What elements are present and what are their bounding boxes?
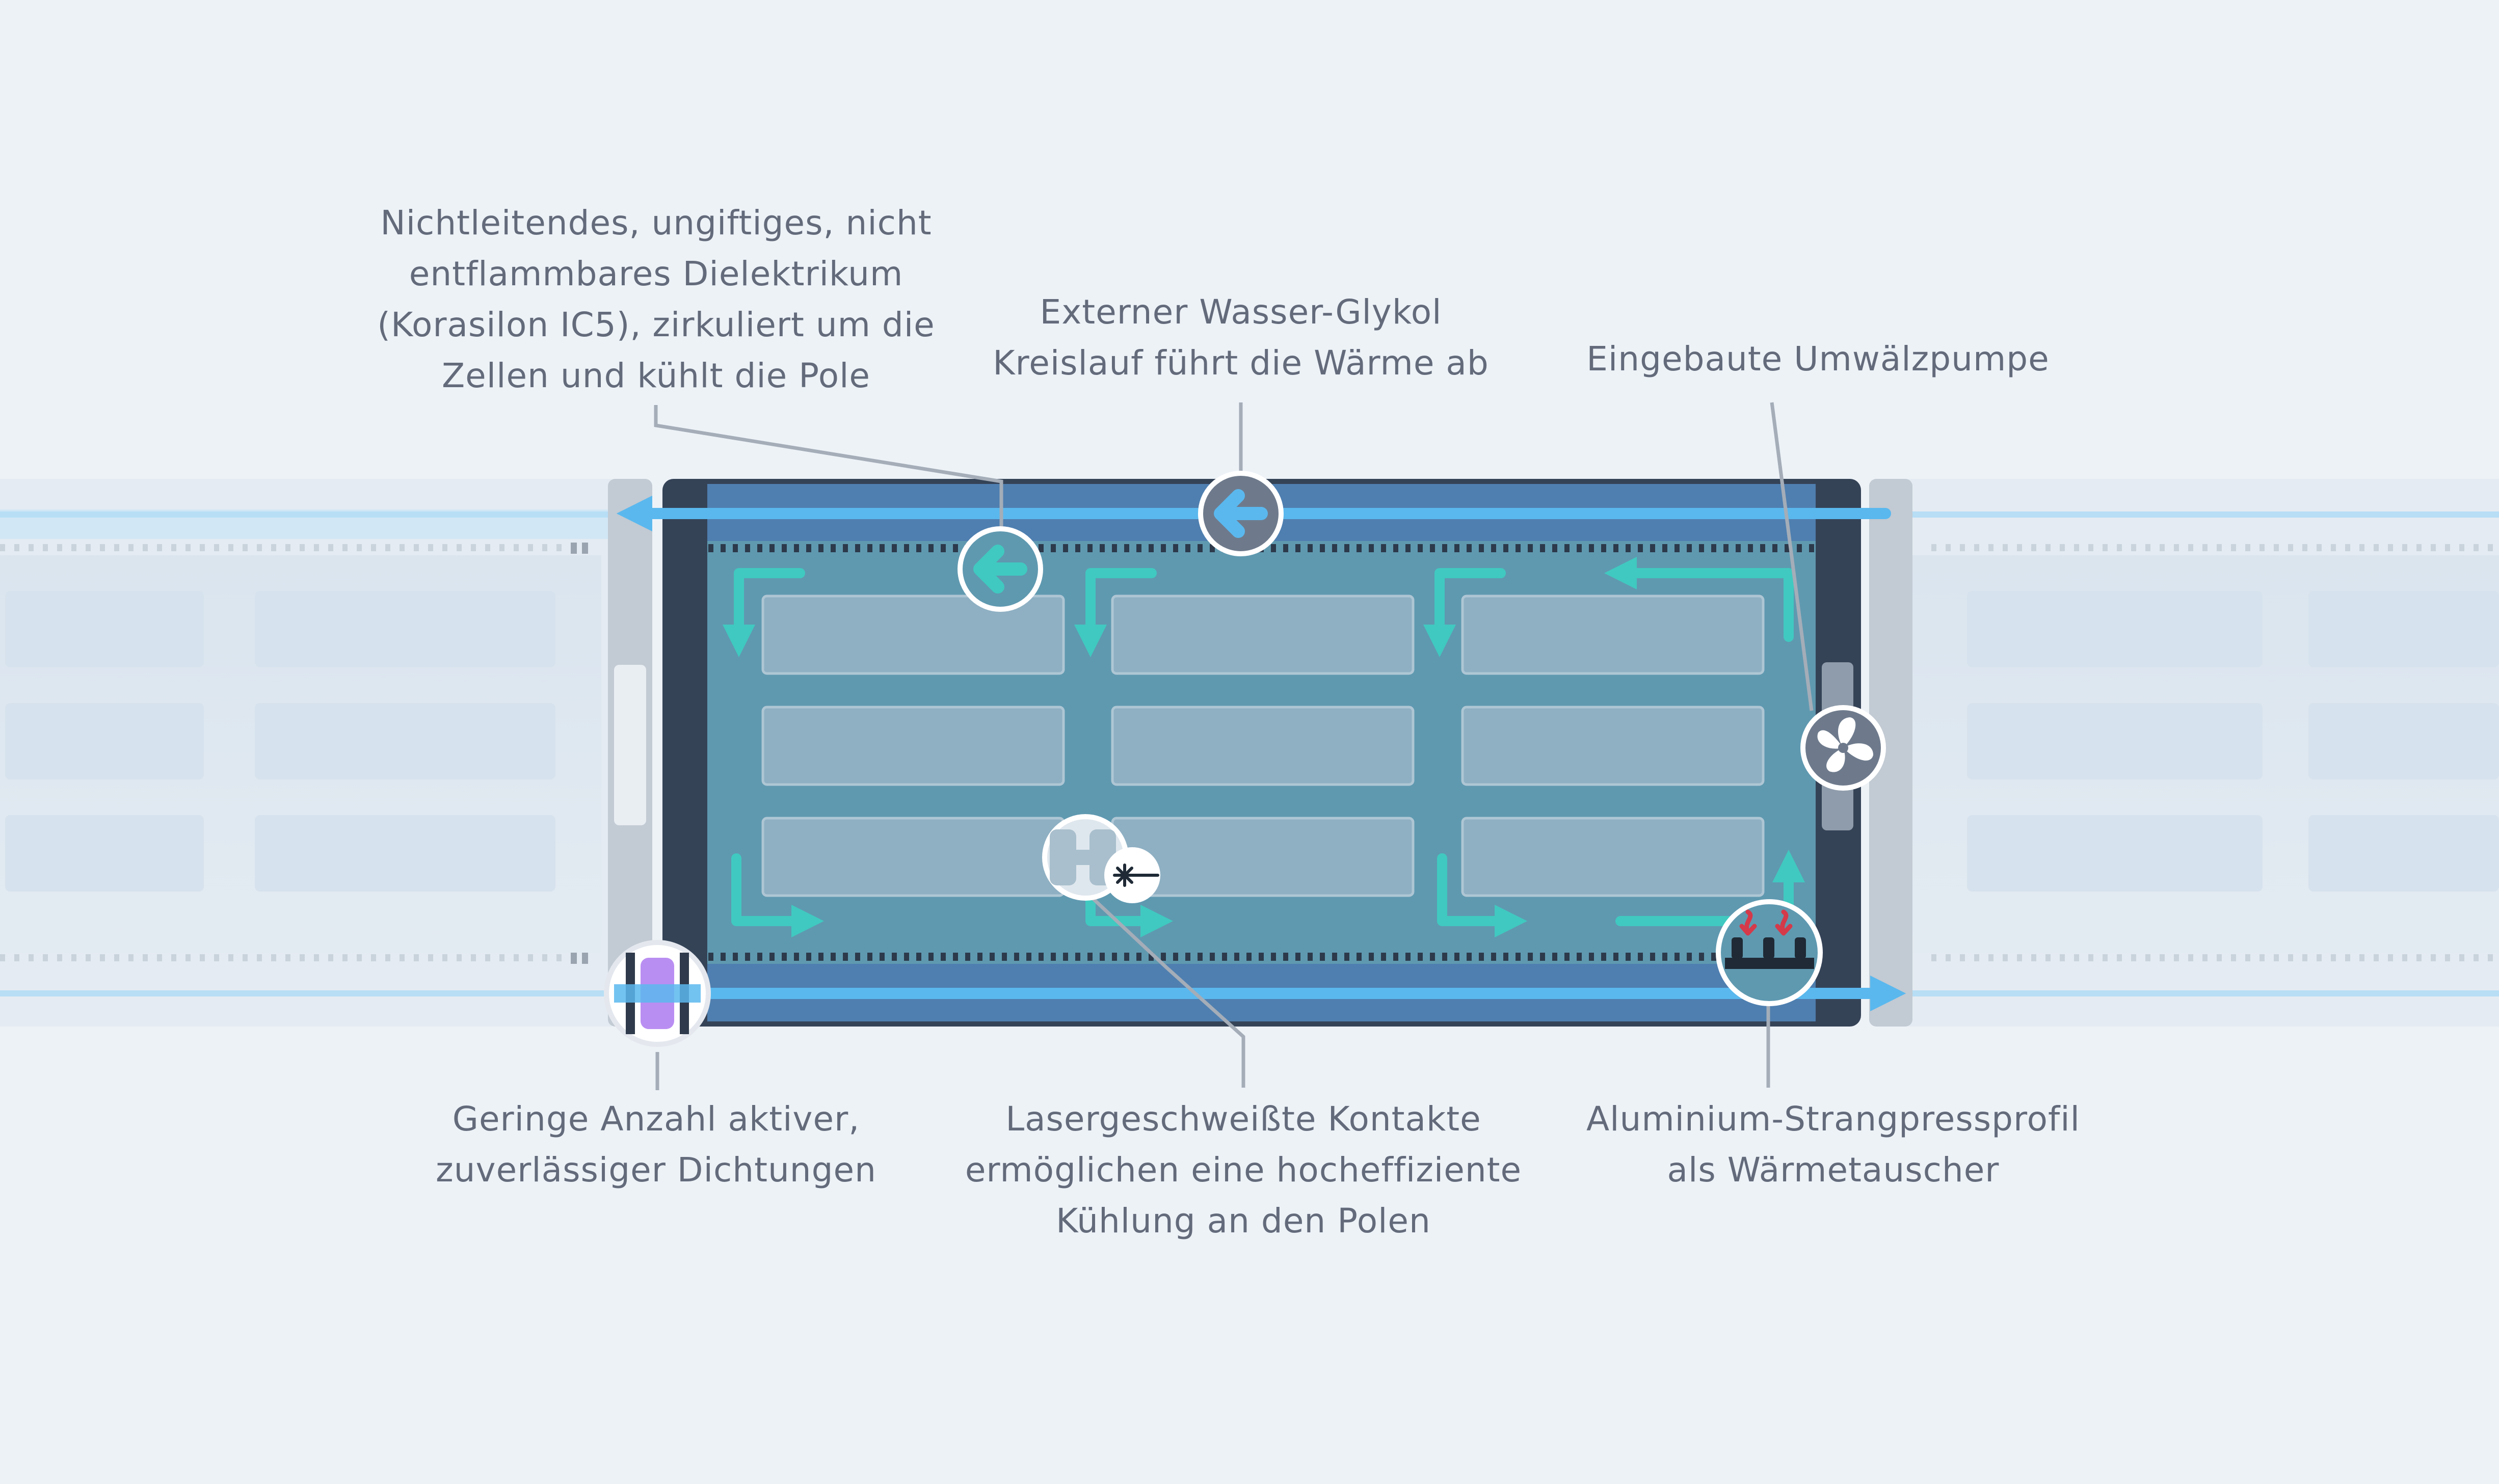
battery-cell [761, 817, 1065, 897]
label-line: ermöglichen eine hocheffiziente [965, 1150, 1522, 1190]
label-line: zuverlässiger Dichtungen [436, 1150, 876, 1190]
label-aluminium: Aluminium-Strangpressprofil als Wärmetau… [1529, 1094, 2138, 1196]
label-dielectric: Nichtleitendes, ungiftiges, nicht entfla… [331, 198, 981, 401]
end-plate-left-slot [614, 665, 646, 825]
seal-icon [604, 940, 711, 1047]
fan-icon [1800, 705, 1886, 791]
arrow-left-icon [1198, 471, 1284, 556]
label-line: Zellen und kühlt die Pole [441, 356, 871, 395]
label-line: Aluminium-Strangpressprofil [1586, 1099, 2080, 1139]
adjacent-module-left [0, 479, 612, 1027]
label-external-loop: Externer Wasser-Glykol Kreislauf führt d… [922, 287, 1559, 389]
battery-cell [1111, 595, 1415, 675]
label-laser: Lasergeschweißte Kontakte ermöglichen ei… [905, 1094, 1582, 1247]
flow-arrow [1604, 556, 1794, 642]
label-line: (Korasilon IC5), zirkuliert um die [377, 305, 935, 344]
label-line: Externer Wasser-Glykol [1040, 292, 1442, 332]
leader-line-pump [1770, 402, 1814, 711]
label-line: als Wärmetauscher [1667, 1150, 2000, 1190]
cell-grid [761, 595, 1765, 897]
flow-arrow [1074, 568, 1157, 658]
flow-arrow [722, 568, 805, 658]
adjacent-module-right [1896, 479, 2499, 1027]
label-line: Eingebaute Umwälzpumpe [1586, 339, 2050, 379]
arrow-left-icon [958, 526, 1043, 612]
laser-weld-icon [1042, 814, 1160, 903]
heat-exchanger-icon [1716, 899, 1823, 1006]
battery-cell [1461, 595, 1765, 675]
flow-arrow [1423, 568, 1506, 658]
label-pump: Eingebaute Umwälzpumpe [1529, 334, 2107, 385]
battery-cell [1461, 706, 1765, 786]
end-plate-right [1869, 479, 1912, 1027]
leader-line-dielectric [654, 405, 1003, 535]
battery-cell [1111, 706, 1415, 786]
label-line: Nichtleitendes, ungiftiges, nicht [380, 203, 932, 242]
flow-arrow [1437, 853, 1528, 938]
flow-arrow [731, 853, 825, 938]
battery-cell [761, 595, 1065, 675]
leader-lines [654, 402, 1814, 1090]
label-seals: Geringe Anzahl aktiver, zuverlässiger Di… [367, 1094, 945, 1196]
label-line: Geringe Anzahl aktiver, [452, 1099, 860, 1139]
label-line: Lasergeschweißte Kontakte [1005, 1099, 1481, 1139]
leader-line-laser [1084, 890, 1245, 1088]
label-line: Kreislauf führt die Wärme ab [993, 343, 1489, 383]
battery-cell [1461, 817, 1765, 897]
battery-cell [761, 706, 1065, 786]
label-line: Kühlung an den Polen [1056, 1201, 1431, 1240]
label-line: entflammbares Dielektrikum [409, 254, 903, 293]
